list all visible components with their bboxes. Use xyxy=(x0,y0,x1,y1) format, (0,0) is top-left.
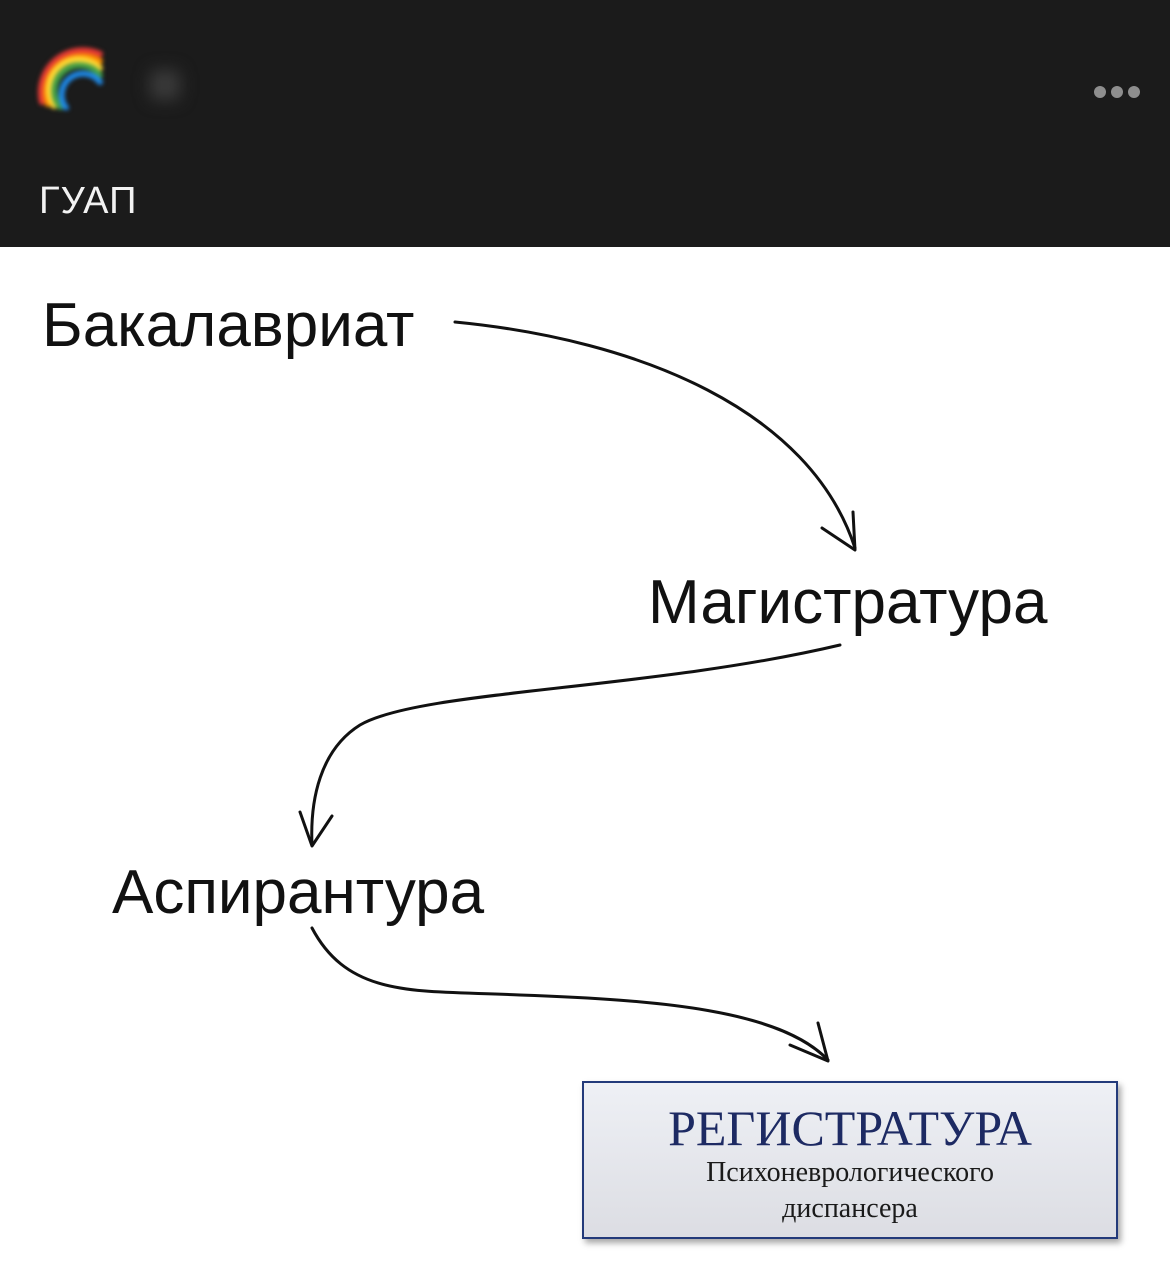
step-bachelor: Бакалавриат xyxy=(42,291,415,360)
arrow-1 xyxy=(453,320,857,550)
sign-subtitle-line1: Психоневрологического xyxy=(706,1157,994,1188)
sign-subtitle-line2: диспансера xyxy=(782,1193,918,1224)
arrow-3-head xyxy=(788,1021,830,1063)
post-header: ГУАП xyxy=(0,0,1170,247)
rainbow-icon[interactable] xyxy=(30,44,110,111)
step-postgraduate: Аспирантура xyxy=(112,858,485,927)
more-dots-icon[interactable] xyxy=(1094,86,1140,98)
step-master: Магистратура xyxy=(648,568,1048,637)
arrow-3 xyxy=(310,926,830,1062)
arrow-2 xyxy=(310,643,842,847)
sign-title: РЕГИСТРАТУРА xyxy=(668,1100,1032,1156)
registry-sign: РЕГИСТРАТУРА Психоневрологического диспа… xyxy=(582,1081,1118,1239)
channel-title: ГУАП xyxy=(39,180,138,222)
arrow-2-head xyxy=(298,810,334,848)
blurred-author-name xyxy=(150,70,180,100)
arrow-1-head xyxy=(820,510,857,552)
